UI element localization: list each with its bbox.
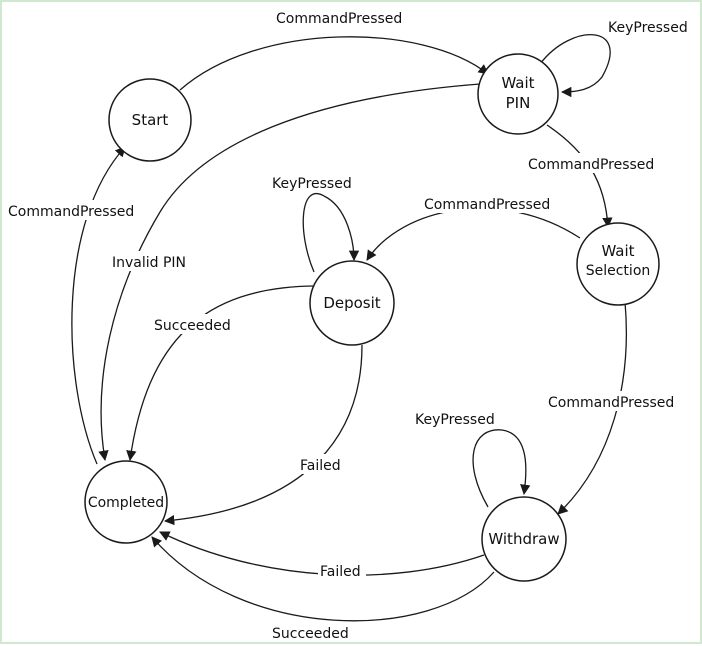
label-deposit-failed: Failed	[300, 458, 341, 474]
label-wait-selection-to-deposit: CommandPressed	[424, 197, 550, 213]
label-deposit-succeeded: Succeeded	[154, 318, 231, 334]
state-withdraw-label: Withdraw	[488, 530, 559, 548]
state-withdraw: Withdraw	[481, 496, 567, 582]
state-wait-selection-label-line1: Wait	[601, 242, 634, 260]
edge-start-to-wait-pin	[179, 36, 489, 91]
state-wait-selection-label-line2: Selection	[586, 263, 651, 279]
edge-invalid-pin	[98, 83, 481, 462]
label-withdraw-failed: Failed	[320, 564, 361, 580]
state-start-label: Start	[132, 111, 169, 129]
state-wait-pin-label-line1: Wait	[501, 74, 534, 92]
label-withdraw-succeeded: Succeeded	[272, 626, 349, 642]
edge-deposit-succeeded	[126, 285, 316, 462]
state-completed-label: Completed	[88, 495, 164, 511]
edge-wait-selection-to-deposit	[366, 207, 581, 261]
label-wait-pin-self: KeyPressed	[608, 20, 688, 36]
edge-withdraw-self-loop	[472, 429, 531, 508]
state-completed: Completed	[84, 460, 168, 544]
edge-deposit-failed	[163, 344, 363, 526]
label-invalid-pin: Invalid PIN	[112, 255, 186, 271]
state-deposit-label: Deposit	[323, 294, 380, 312]
label-withdraw-self: KeyPressed	[415, 412, 495, 428]
edge-wait-selection-to-withdraw	[557, 301, 627, 515]
label-completed-to-start: CommandPressed	[8, 204, 134, 220]
state-wait-selection: Wait Selection	[576, 222, 660, 306]
edge-withdraw-succeeded	[151, 536, 495, 622]
label-start-to-wait-pin: CommandPressed	[276, 11, 402, 27]
state-deposit: Deposit	[309, 260, 395, 346]
edge-deposit-self-loop	[302, 193, 360, 273]
edge-wait-pin-self-loop	[539, 34, 611, 98]
label-wait-selection-to-withdraw: CommandPressed	[548, 395, 674, 411]
label-deposit-self: KeyPressed	[272, 176, 352, 192]
state-wait-pin-label-line2: PIN	[506, 94, 531, 112]
state-start: Start	[108, 78, 192, 162]
edge-completed-to-start	[71, 146, 126, 465]
state-wait-pin: Wait PIN	[477, 53, 559, 135]
label-wait-pin-to-wait-selection: CommandPressed	[528, 157, 654, 173]
